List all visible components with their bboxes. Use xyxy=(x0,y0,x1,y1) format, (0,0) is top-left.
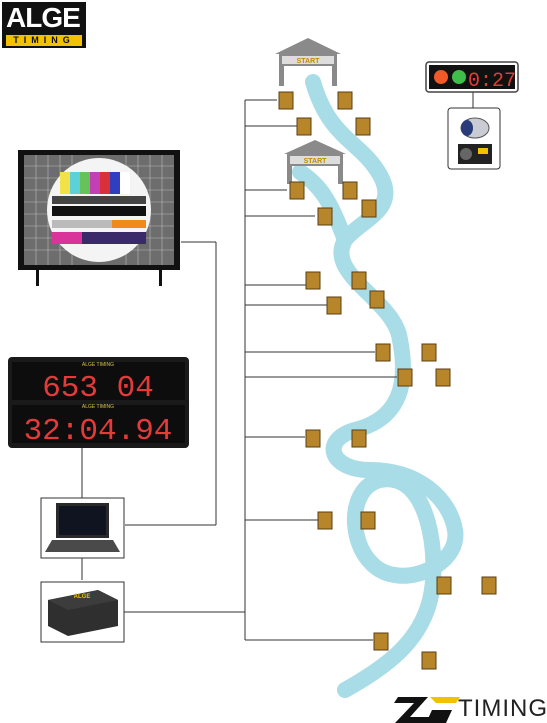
photocell xyxy=(351,271,367,290)
photocell xyxy=(289,181,305,200)
photocell xyxy=(317,511,333,530)
timer-brand: ALGE xyxy=(74,594,91,600)
photocell xyxy=(421,651,437,670)
photocell xyxy=(360,511,376,530)
tv-monitor xyxy=(18,150,180,286)
scoreboard: ALGE TIMING ALGE TIMING 653 04 32:04.94 xyxy=(8,357,189,449)
start-clock: 0:27 xyxy=(425,61,519,93)
photocell xyxy=(326,296,342,315)
photocell xyxy=(337,91,353,110)
alge-logo-timing: TIMING xyxy=(6,35,82,46)
photocell xyxy=(342,181,358,200)
photocell xyxy=(397,368,413,387)
alge-logo-text: ALGE xyxy=(6,2,81,33)
photocell xyxy=(305,271,321,290)
start-house-2: START xyxy=(284,140,346,184)
zs-logo xyxy=(394,697,460,723)
photocell xyxy=(421,343,437,362)
photocell xyxy=(317,207,333,226)
photocell xyxy=(373,632,389,651)
scoreboard-row-2: 32:04.94 xyxy=(24,414,173,449)
scoreboard-header-2: ALGE TIMING xyxy=(82,404,114,410)
photocell xyxy=(305,429,321,448)
photocell xyxy=(369,290,385,309)
timer-device: ALGE xyxy=(40,581,125,643)
photocell xyxy=(436,576,452,595)
photocell xyxy=(435,368,451,387)
start-clock-time: 0:27 xyxy=(468,70,516,93)
photocell xyxy=(361,199,377,218)
wiring xyxy=(81,92,474,641)
start-label-1: START xyxy=(297,58,321,65)
photocell xyxy=(351,429,367,448)
photocell xyxy=(481,576,497,595)
photocell xyxy=(278,91,294,110)
alge-logo: ALGE TIMING xyxy=(2,2,86,48)
ski-course xyxy=(292,74,464,698)
zs-timing-label: TIMING xyxy=(458,695,547,722)
photocells xyxy=(278,91,497,670)
scoreboard-row-1: 653 04 xyxy=(42,371,154,406)
laptop xyxy=(40,497,125,559)
photocell xyxy=(375,343,391,362)
start-label-2: START xyxy=(304,158,328,165)
photocell xyxy=(355,117,371,136)
photocell xyxy=(296,117,312,136)
start-house-1: START xyxy=(275,38,341,86)
camera-device xyxy=(447,107,501,170)
scoreboard-header-1: ALGE TIMING xyxy=(82,362,114,368)
